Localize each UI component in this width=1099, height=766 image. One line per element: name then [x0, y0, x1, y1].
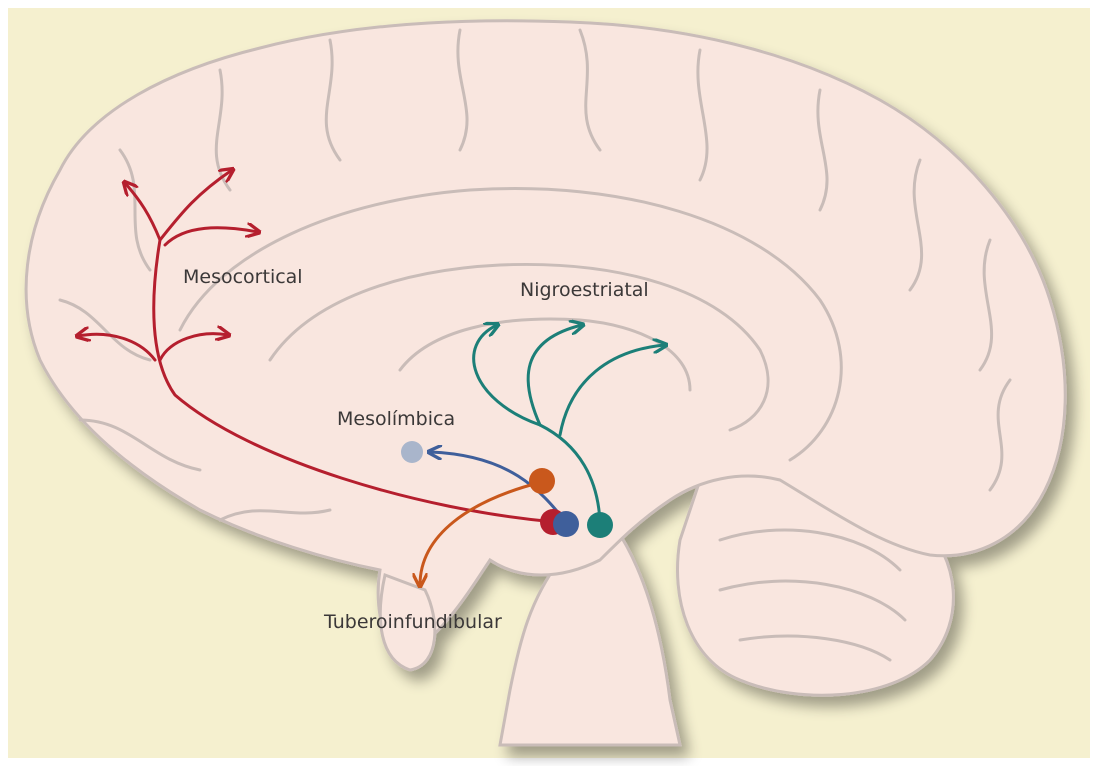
tuberoinfundibular-label: Tuberoinfundibular: [323, 611, 502, 633]
mesocortical-label: Mesocortical: [183, 266, 303, 288]
nigrostriatal-origin-node: [587, 512, 613, 538]
tuberoinfundibular-origin-node: [529, 468, 555, 494]
mesolimbic-target-node: [401, 441, 423, 463]
mesolimbic-origin-node: [553, 511, 579, 537]
nigrostriatal-label: Nigroestriatal: [520, 279, 649, 301]
mesolimbic-label: Mesolímbica: [337, 408, 455, 430]
